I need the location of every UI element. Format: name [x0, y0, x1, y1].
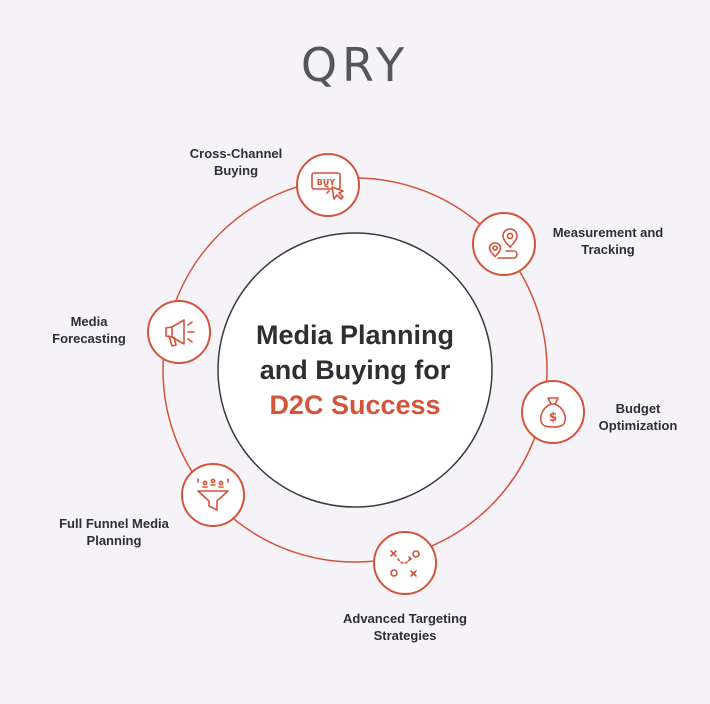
node-label-media-forecasting: Media Forecasting: [52, 314, 126, 346]
center-title-line-1: Media Planning: [255, 319, 455, 350]
node-label-budget-optimization: Budget Optimization: [598, 401, 678, 433]
center-title-line-2: and Buying for: [259, 354, 451, 385]
node-label-cross-channel-buying: Cross-Channel Buying: [189, 146, 283, 178]
node-media-forecasting: [147, 300, 211, 364]
node-full-funnel-planning: [181, 463, 245, 527]
diagram-center-title: Media Planning and Buying for D2C Succes…: [218, 247, 492, 493]
route-pin-icon: [488, 228, 518, 259]
brand-logo: QRY: [300, 38, 410, 92]
money-bag-icon: $: [539, 397, 567, 428]
megaphone-icon: [165, 319, 195, 347]
funnel-people-icon: [197, 478, 229, 511]
node-label-measurement-tracking: Measurement and Tracking: [552, 225, 664, 257]
center-title-highlight: D2C Success: [269, 389, 441, 420]
node-cross-channel-buying: BUY: [296, 153, 360, 217]
node-advanced-targeting: [373, 531, 437, 595]
svg-text:$: $: [549, 410, 557, 424]
svg-text:BUY: BUY: [317, 178, 336, 187]
node-label-advanced-targeting: Advanced Targeting Strategies: [342, 611, 467, 643]
node-label-full-funnel-planning: Full Funnel Media Planning: [59, 516, 169, 548]
strategy-play-icon: [390, 550, 420, 577]
node-measurement-tracking: [472, 212, 536, 276]
buy-button-cursor-icon: BUY: [311, 172, 344, 200]
node-budget-optimization: $: [521, 380, 585, 444]
